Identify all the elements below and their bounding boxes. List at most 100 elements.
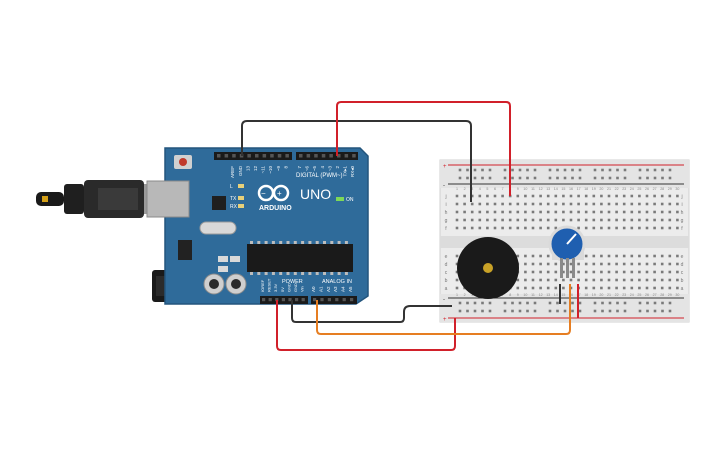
breadboard-hole[interactable] [630,226,634,230]
breadboard-hole[interactable] [486,210,489,214]
rail-hole[interactable] [563,301,567,305]
rail-hole[interactable] [563,176,567,180]
breadboard-hole[interactable] [592,286,596,290]
rail-hole[interactable] [616,309,619,313]
pin-hole[interactable] [268,298,272,302]
breadboard-hole[interactable] [615,254,618,258]
breadboard-hole[interactable] [638,286,641,290]
rail-hole[interactable] [488,301,492,305]
breadboard-hole[interactable] [615,194,618,198]
breadboard-hole[interactable] [668,278,672,282]
breadboard-hole[interactable] [478,210,482,214]
breadboard-hole[interactable] [516,254,520,258]
breadboard-hole[interactable] [554,270,558,274]
breadboard-hole[interactable] [630,210,634,214]
breadboard-hole[interactable] [607,270,611,274]
rail-hole[interactable] [518,301,522,305]
breadboard-hole[interactable] [584,270,588,274]
breadboard-hole[interactable] [630,270,634,274]
rail-hole[interactable] [638,176,642,180]
breadboard-hole[interactable] [676,194,679,198]
breadboard-hole[interactable] [463,226,466,230]
rail-hole[interactable] [556,309,559,313]
breadboard-hole[interactable] [592,218,596,222]
breadboard-hole[interactable] [630,194,634,198]
breadboard-hole[interactable] [577,194,580,198]
buzzer-icon[interactable] [457,237,519,299]
breadboard-hole[interactable] [569,278,573,282]
breadboard-hole[interactable] [554,226,558,230]
rail-hole[interactable] [646,176,649,180]
breadboard-hole[interactable] [676,286,679,290]
rail-hole[interactable] [526,301,529,305]
rail-hole[interactable] [571,309,574,313]
breadboard-hole[interactable] [584,226,588,230]
rail-hole[interactable] [488,168,492,172]
breadboard-hole[interactable] [493,226,497,230]
rail-hole[interactable] [593,176,597,180]
breadboard-hole[interactable] [524,210,527,214]
rail-hole[interactable] [601,301,604,305]
breadboard-hole[interactable] [455,202,459,206]
breadboard-hole[interactable] [470,218,474,222]
rail-hole[interactable] [623,176,627,180]
breadboard-hole[interactable] [630,254,634,258]
breadboard-hole[interactable] [615,202,618,206]
breadboard-hole[interactable] [676,278,679,282]
breadboard-hole[interactable] [607,210,611,214]
breadboard-hole[interactable] [592,270,596,274]
rail-hole[interactable] [526,168,529,172]
rail-hole[interactable] [571,301,574,305]
breadboard-hole[interactable] [524,194,527,198]
breadboard-hole[interactable] [584,286,588,290]
breadboard-hole[interactable] [645,218,649,222]
breadboard-hole[interactable] [463,194,466,198]
breadboard-hole[interactable] [562,262,565,266]
breadboard-hole[interactable] [607,262,611,266]
breadboard-hole[interactable] [660,262,664,266]
rail-hole[interactable] [466,301,469,305]
breadboard-hole[interactable] [539,270,542,274]
breadboard-hole[interactable] [584,202,588,206]
rail-hole[interactable] [608,309,612,313]
breadboard-hole[interactable] [501,218,504,222]
breadboard-hole[interactable] [501,210,504,214]
breadboard-hole[interactable] [592,226,596,230]
breadboard-hole[interactable] [531,286,535,290]
rail-hole[interactable] [526,176,529,180]
rail-hole[interactable] [548,176,552,180]
breadboard-hole[interactable] [600,262,603,266]
breadboard-hole[interactable] [660,194,664,198]
pin-hole[interactable] [217,154,221,158]
breadboard-hole[interactable] [493,218,497,222]
breadboard-hole[interactable] [569,202,573,206]
breadboard-hole[interactable] [516,286,520,290]
pin-hole[interactable] [344,154,349,158]
breadboard-hole[interactable] [653,278,656,282]
rail-hole[interactable] [473,301,477,305]
breadboard-hole[interactable] [546,218,550,222]
breadboard-hole[interactable] [577,270,580,274]
breadboard-hole[interactable] [486,226,489,230]
breadboard-hole[interactable] [531,210,535,214]
rail-hole[interactable] [601,176,604,180]
rail-hole[interactable] [473,168,477,172]
rail-hole[interactable] [668,176,672,180]
breadboard-hole[interactable] [622,262,626,266]
breadboard-hole[interactable] [562,286,565,290]
breadboard-hole[interactable] [645,210,649,214]
wire-black-top[interactable] [241,120,472,202]
breadboard-hole[interactable] [486,202,489,206]
breadboard-hole[interactable] [660,226,664,230]
rail-hole[interactable] [556,168,559,172]
breadboard-hole[interactable] [531,254,535,258]
breadboard-hole[interactable] [569,194,573,198]
breadboard-hole[interactable] [562,194,565,198]
breadboard-hole[interactable] [577,218,580,222]
breadboard-hole[interactable] [607,226,611,230]
breadboard-hole[interactable] [562,202,565,206]
breadboard-hole[interactable] [607,218,611,222]
rail-hole[interactable] [661,301,664,305]
rail-hole[interactable] [511,309,514,313]
pin-hole[interactable] [314,154,318,158]
